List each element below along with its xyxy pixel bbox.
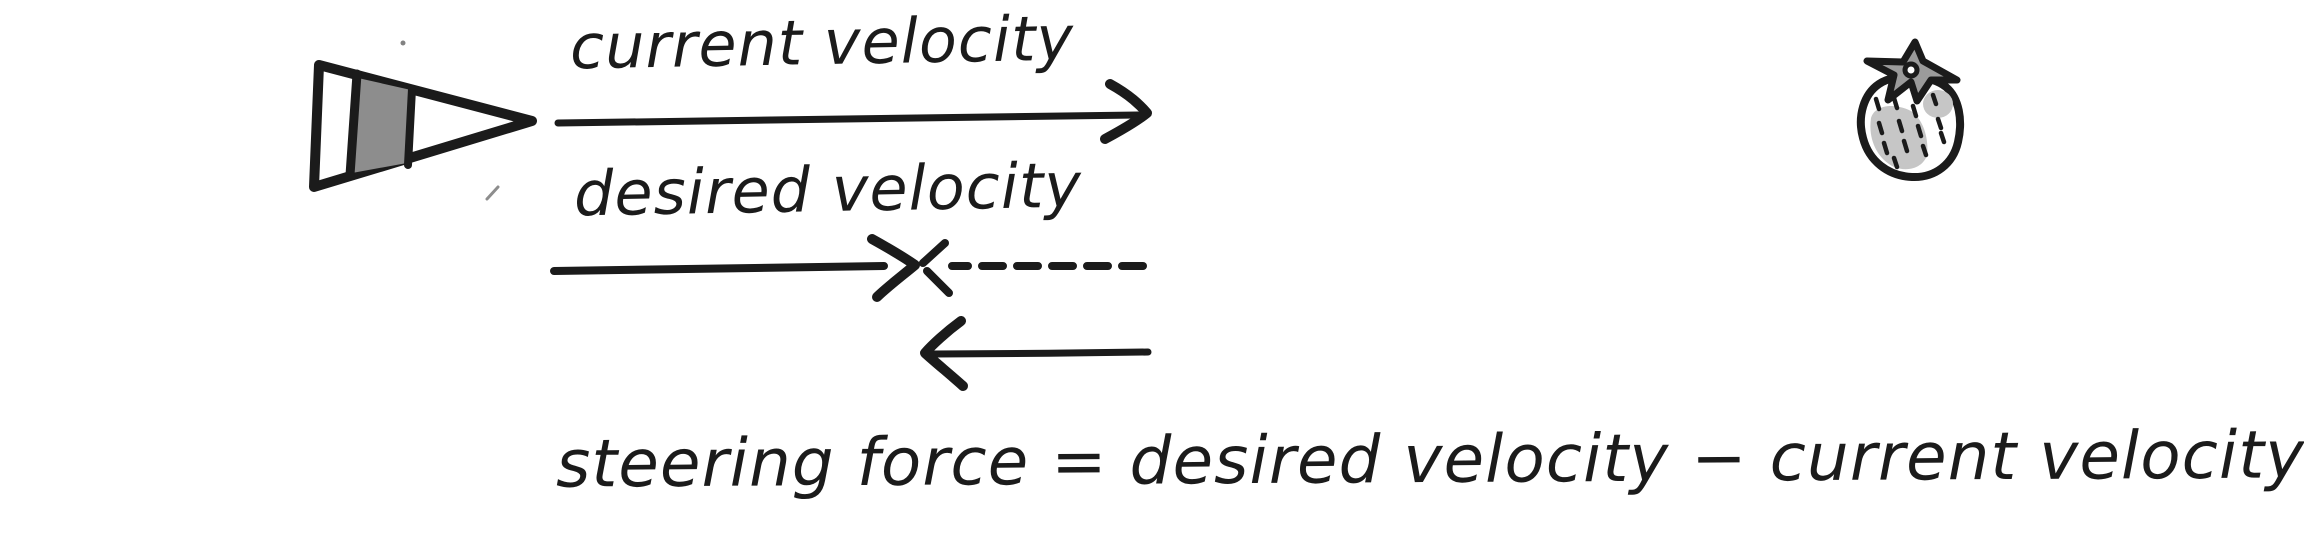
steering-force-formula: steering force = desired velocity − curr… bbox=[555, 416, 2304, 503]
steering-force-arrow bbox=[920, 316, 1152, 391]
desired-velocity-label: desired velocity bbox=[573, 148, 1083, 231]
current-velocity-label: current velocity bbox=[569, 1, 1075, 84]
arrow-head bbox=[920, 316, 968, 391]
strawberry-shading bbox=[1870, 105, 1928, 170]
vehicle-divider-line bbox=[345, 69, 362, 180]
stray-mark bbox=[485, 185, 500, 201]
arrow-shaft bbox=[550, 262, 888, 275]
arrow-head bbox=[1100, 79, 1152, 144]
arrow-shaft bbox=[554, 111, 1142, 127]
strawberry-leaf-center bbox=[1902, 61, 1920, 79]
vehicle-stripe bbox=[352, 78, 411, 173]
arrow-head bbox=[867, 234, 920, 302]
vehicle-divider-line-2 bbox=[404, 85, 416, 169]
velocity-difference-arrow bbox=[919, 239, 1147, 297]
current-velocity-arrow bbox=[554, 79, 1152, 144]
strawberry-icon bbox=[1856, 38, 1965, 182]
arrow-head-dashed bbox=[919, 239, 953, 297]
stray-mark bbox=[400, 40, 406, 46]
vehicle-triangle-icon bbox=[309, 40, 537, 201]
arrow-shaft bbox=[930, 348, 1152, 358]
strawberry-seeds bbox=[1873, 92, 1947, 170]
desired-velocity-arrow bbox=[550, 234, 920, 302]
